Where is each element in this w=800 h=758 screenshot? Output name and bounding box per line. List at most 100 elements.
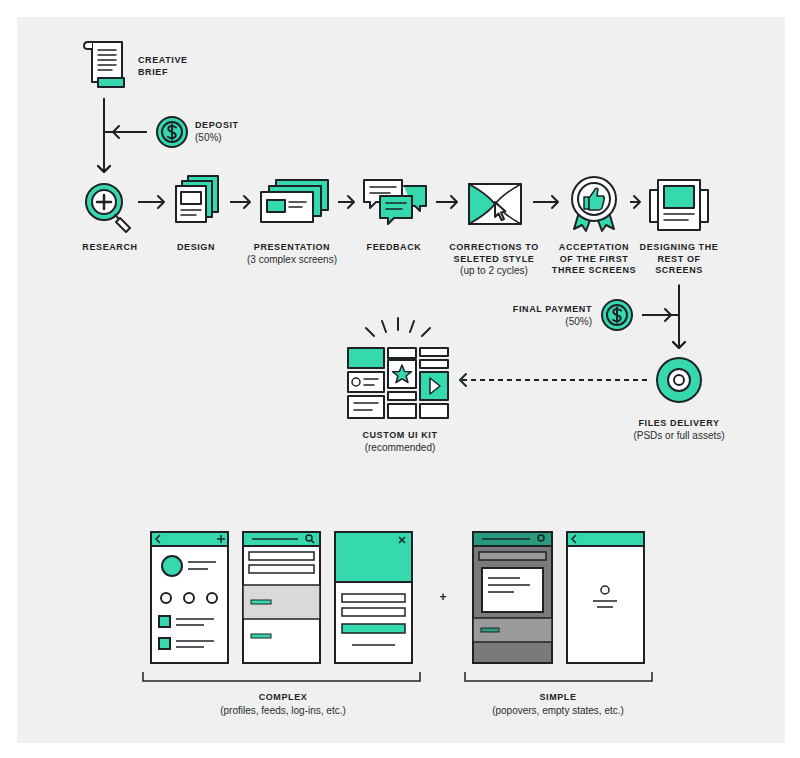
ui-kit-icon-part: [420, 404, 448, 418]
ui-kit-icon-part: [348, 396, 384, 418]
sheets-icon-part: [650, 190, 658, 222]
step-label: PRESENTATION: [232, 242, 352, 254]
complex-screens-part: [352, 644, 395, 646]
flow-arrow: [673, 285, 685, 349]
step-label: FINAL PAYMENT: [480, 304, 592, 316]
arrowhead: [158, 196, 164, 208]
complex-screens-part: [159, 638, 170, 649]
coin-icon-part: [157, 117, 187, 147]
step-label-group: CREATIVE BRIEF: [138, 55, 198, 78]
coin-icon-part: [607, 305, 627, 325]
step-note: (3 complex screens): [232, 254, 352, 266]
ui-kit-icon-part: [388, 348, 416, 358]
dashed-flow-arrow: [460, 374, 647, 386]
ui-kit-icon-part: [366, 318, 430, 336]
connector-line: [642, 315, 679, 348]
group-note: (profiles, feeds, log-ins, etc.): [183, 705, 383, 717]
step-label: DESIGN: [146, 242, 246, 254]
flow-arrow: [138, 196, 164, 208]
disc-icon: [655, 356, 703, 404]
step-label: CUSTOM UI KIT: [330, 430, 470, 442]
process-step: DEPOSIT(50%): [155, 115, 189, 149]
sheets-icon-part: [664, 186, 694, 208]
complex-screens-part: [156, 535, 225, 543]
arrowhead: [348, 196, 354, 208]
step-label-group: CORRECTIONS TO SELETED STYLE(up to 2 cyc…: [443, 242, 545, 277]
process-step: CORRECTIONS TO SELETED STYLE(up to 2 cyc…: [465, 180, 525, 228]
process-step: FEEDBACK: [362, 178, 428, 226]
step-label: ACCEPTATION OF THE FIRST THREE SCREENS: [551, 242, 637, 277]
brief-icon: [82, 38, 126, 90]
brief-icon-part: [92, 42, 122, 82]
approval-badge-icon-part: [572, 177, 616, 221]
step-label: FEEDBACK: [344, 242, 444, 254]
brief-icon-part: [98, 78, 124, 87]
process-step: PRESENTATION(3 complex screens): [258, 178, 330, 224]
pages-icon-part: [181, 192, 201, 204]
speech-bubbles-icon-part: [380, 196, 412, 224]
complex-screens-part: [176, 619, 214, 647]
complex-screens-part: [342, 594, 405, 602]
simple-screens-part: [479, 552, 546, 560]
approval-badge-icon-part: [578, 183, 610, 215]
approval-badge-icon-part: [589, 188, 604, 210]
coin-icon-part: [162, 122, 182, 142]
coin-icon: [600, 298, 634, 332]
complex-screens-part: [243, 585, 320, 619]
process-step: CREATIVE BRIEF: [82, 38, 126, 90]
step-label-group: FILES DELIVERY(PSDs or full assets): [609, 418, 749, 442]
arrowhead: [451, 196, 457, 208]
disc-icon-part: [668, 369, 690, 391]
sheets-icon: [648, 176, 710, 234]
step-label-group: DESIGN: [146, 242, 246, 254]
group-note: (popovers, empty states, etc.): [458, 705, 658, 717]
sheets-icon-part: [700, 190, 708, 222]
magnifier-icon-part: [86, 184, 122, 220]
process-step: ACCEPTATION OF THE FIRST THREE SCREENS: [566, 175, 622, 231]
plus-sign: +: [433, 590, 453, 604]
group-brackets-part: [143, 672, 420, 681]
simple-screens-part: [538, 535, 544, 541]
flow-arrow: [230, 196, 250, 208]
step-note: (recommended): [330, 442, 470, 454]
simple-screens: [473, 532, 644, 663]
step-label-group: ACCEPTATION OF THE FIRST THREE SCREENS: [551, 242, 637, 277]
simple-screens-part: [567, 532, 644, 663]
arrowhead: [673, 342, 685, 348]
complex-screens-part: [249, 552, 314, 560]
coin-icon: [155, 115, 189, 149]
simple-screens-part: [473, 618, 552, 642]
step-label-group: DEPOSIT(50%): [195, 120, 265, 144]
magnifier-icon: [78, 180, 130, 236]
connector-line: [533, 201, 558, 203]
complex-screens-part: [252, 538, 298, 540]
ui-kit-icon-part: [352, 378, 360, 386]
ui-kit-icon-part: [420, 360, 448, 368]
simple-screens-part: [473, 532, 552, 663]
flow-arrow: [98, 98, 110, 172]
connector-line: [230, 201, 250, 203]
magnifier-icon-part: [97, 195, 111, 209]
complex-screens-part: [243, 532, 320, 663]
complex-screens-part: [207, 593, 217, 603]
ui-kit-icon-part: [388, 404, 416, 418]
arrowhead: [98, 166, 110, 172]
coin-icon-part: [602, 300, 632, 330]
process-step: CUSTOM UI KIT(recommended): [344, 316, 452, 420]
step-label-group: FEEDBACK: [344, 242, 444, 254]
ui-kit-icon-part: [420, 348, 448, 356]
group-brackets-part: [465, 672, 652, 681]
ui-kit-icon: [344, 316, 452, 420]
complex-screens-part: [249, 565, 314, 573]
flow-arrow: [436, 196, 457, 208]
ui-kit-icon-part: [354, 403, 378, 410]
speech-bubbles-icon-part: [370, 187, 396, 193]
junction-arrowheads: [113, 126, 671, 321]
brief-icon-part: [84, 42, 92, 49]
pages-icon: [172, 174, 222, 224]
arrowhead: [98, 166, 110, 172]
disc-icon-part: [657, 358, 701, 402]
flow-arrow: [630, 196, 640, 208]
screens-icon-part: [267, 200, 285, 212]
process-step: FINAL PAYMENT(50%): [600, 298, 634, 332]
